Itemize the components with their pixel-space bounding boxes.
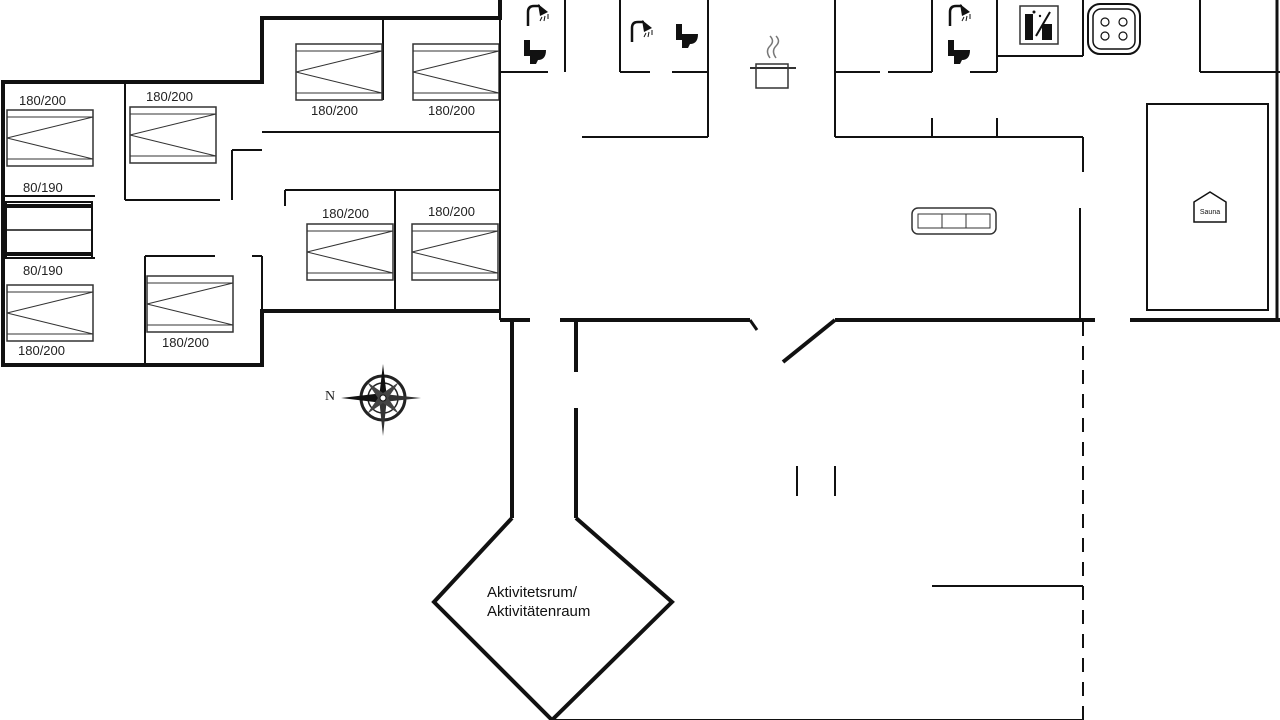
bed-size-label: 180/200 [18,343,65,358]
bed-size-label: 180/200 [19,93,66,108]
activity-room-label-line1: Aktivitetsrum/ [487,584,578,601]
bed-size-label: 180/200 [428,204,475,219]
main-house [499,0,1280,364]
sauna-icon-label: Sauna [1200,209,1220,216]
activity-room-label: Aktivitetsrum/ Aktivitätenraum [487,583,590,621]
bed-size-label: 180/200 [162,335,209,350]
stove-hob-icon [1087,3,1141,55]
bed-size-label: 180/200 [428,103,475,118]
shower-icon [948,2,972,28]
bed-size-label: 180/200 [322,206,369,221]
bed-size-label: 80/190 [23,180,63,195]
kitchen-pot-icon [750,35,796,89]
sofa-icon [911,207,997,235]
activity-room-label-line2: Aktivitätenraum [487,603,591,620]
sauna-icon: Sauna [1193,191,1227,223]
compass-north-label: N [325,389,336,404]
activity-room [431,322,1084,720]
bed-size-label: 180/200 [146,89,193,104]
shower-icon [526,2,550,28]
compass-rose-icon [341,364,421,436]
bedroom-wing [1,0,502,367]
toilet-icon [676,24,698,48]
bed-size-label: 80/190 [23,263,63,278]
bed-size-label: 180/200 [311,103,358,118]
shower-icon [630,18,654,44]
double-beds [6,43,500,342]
toilet-icon [524,40,546,64]
washing-machine-icon [1019,5,1059,45]
toilet-icon [948,40,970,64]
